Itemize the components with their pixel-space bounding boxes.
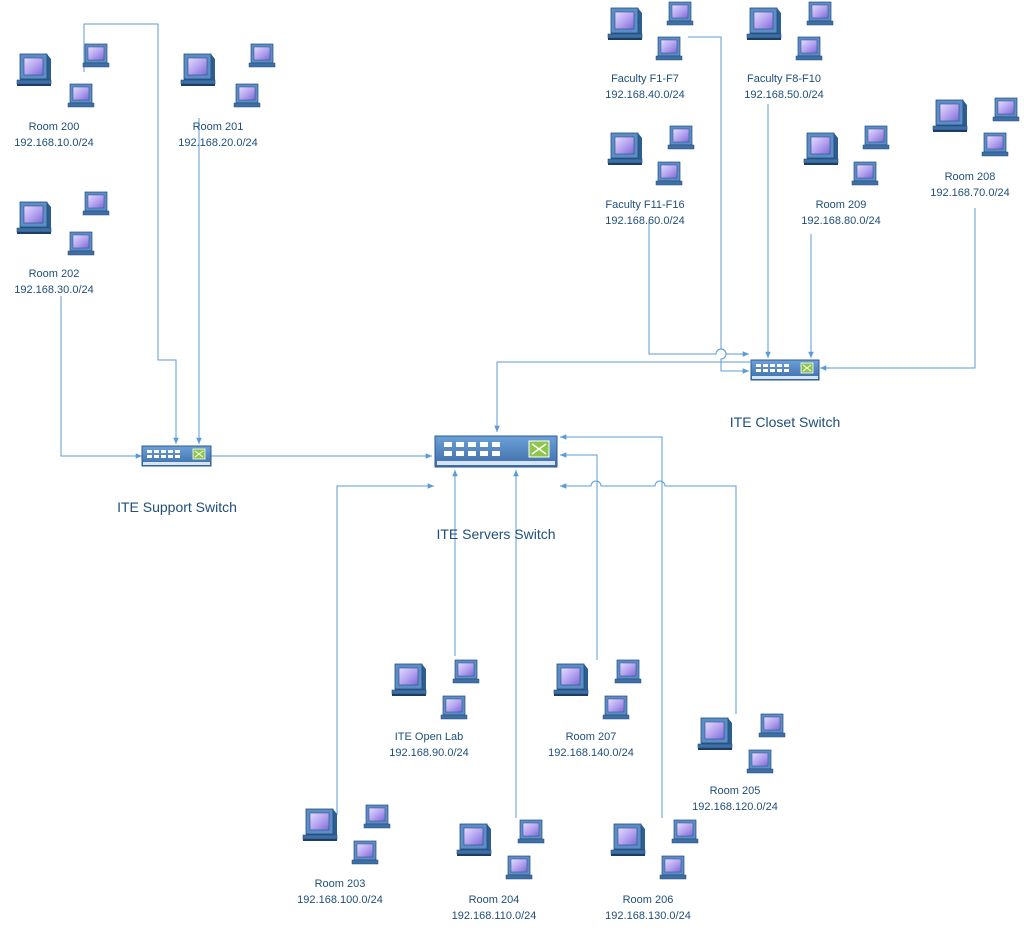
room-207-label: Room 207	[566, 731, 617, 743]
faculty-f1-f7-network: 192.168.40.0/24	[605, 89, 685, 101]
ite-servers-switch	[434, 435, 558, 468]
room-201-label: Room 201	[193, 121, 244, 133]
room-208-workstations	[932, 97, 1020, 157]
link-room207-servers	[560, 452, 598, 660]
room-208-network: 192.168.70.0/24	[930, 187, 1010, 199]
room-205-label: Room 205	[710, 785, 761, 797]
room-207-workstations	[553, 659, 642, 720]
room-204-network: 192.168.110.0/24	[452, 910, 537, 922]
room-200-workstations	[16, 43, 110, 108]
faculty-f1-f7-label: Faculty F1-F7	[611, 73, 679, 85]
ite-support-switch	[141, 445, 212, 467]
room-203-label: Room 203	[315, 878, 366, 890]
faculty-f11-f16-workstations	[607, 125, 695, 186]
room-204-label: Room 204	[469, 894, 520, 906]
room-207-network: 192.168.140.0/24	[548, 747, 634, 759]
connection-lines	[60, 23, 976, 818]
faculty-f1-f7-workstations	[607, 1, 694, 61]
room-206-workstations	[610, 819, 699, 880]
room-201-network: 192.168.20.0/24	[178, 137, 258, 149]
room-203-workstations	[302, 804, 391, 865]
room-205-workstations	[697, 713, 786, 774]
room-200-label: Room 200	[29, 121, 80, 133]
link-faculty1-closet	[688, 36, 749, 374]
ite-servers-switch-label: ITE Servers Switch	[436, 526, 555, 542]
link-room205-servers	[560, 480, 737, 714]
link-room200-support	[83, 23, 179, 444]
room-202-network: 192.168.30.0/24	[14, 284, 94, 296]
ite-open-lab-workstations	[391, 659, 480, 720]
room-209-network: 192.168.80.0/24	[801, 215, 881, 227]
link-room202-support	[60, 296, 142, 459]
ite-open-lab-label: ITE Open Lab	[395, 731, 464, 743]
link-faculty11-closet	[648, 222, 749, 357]
room-204-workstations	[456, 819, 545, 880]
link-room206-servers	[560, 434, 663, 818]
ite-open-lab-network: 192.168.90.0/24	[389, 747, 469, 759]
ite-closet-switch	[750, 359, 820, 381]
room-203-network: 192.168.100.0/24	[297, 894, 383, 906]
room-208-label: Room 208	[945, 171, 996, 183]
room-200-network: 192.168.10.0/24	[14, 137, 94, 149]
ite-closet-switch-label: ITE Closet Switch	[730, 414, 840, 430]
room-209-label: Room 209	[816, 199, 867, 211]
link-room208-closet	[820, 208, 976, 371]
room-206-label: Room 206	[623, 894, 674, 906]
link-room203-servers	[336, 483, 434, 815]
ite-support-switch-label: ITE Support Switch	[117, 499, 237, 515]
faculty-f11-f16-label: Faculty F11-F16	[605, 199, 684, 211]
faculty-f11-f16-network: 192.168.60.0/24	[605, 215, 685, 227]
room-201-workstations	[180, 43, 276, 108]
faculty-f8-f10-network: 192.168.50.0/24	[744, 89, 824, 101]
faculty-f8-f10-label: Faculty F8-F10	[747, 73, 821, 85]
room-209-workstations	[803, 125, 890, 186]
room-202-workstations	[16, 191, 110, 256]
room-205-network: 192.168.120.0/24	[692, 801, 778, 813]
link-closet-servers	[494, 361, 750, 432]
faculty-f8-f10-workstations	[746, 1, 834, 61]
room-206-network: 192.168.130.0/24	[605, 910, 691, 922]
room-202-label: Room 202	[29, 268, 80, 280]
